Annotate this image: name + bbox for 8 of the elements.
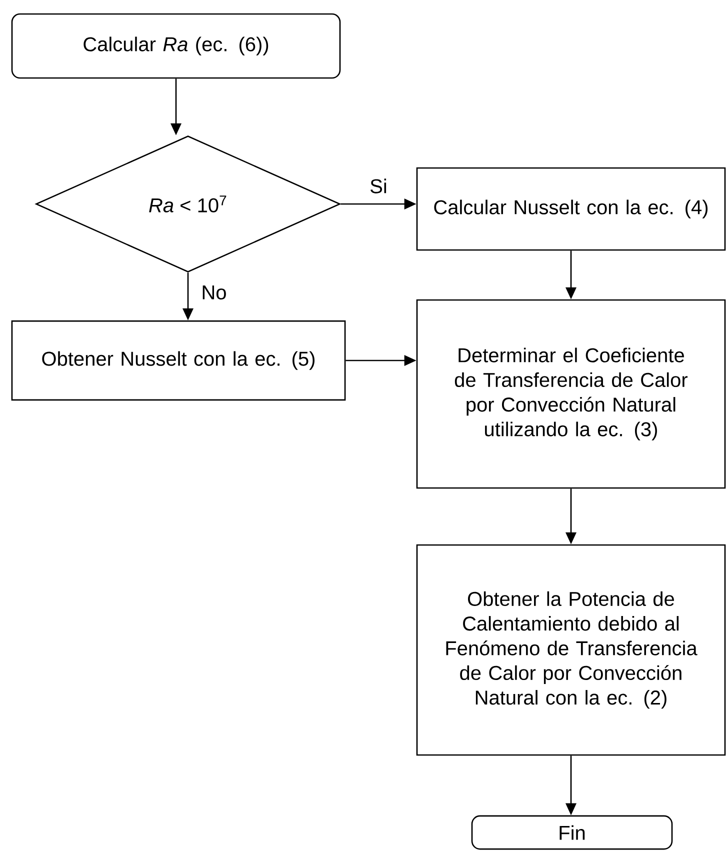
edge-label: Si [368, 177, 389, 195]
process-box: Obtener la Potencia de Calentamiento debido al Fenómeno de Transferencia de Calor por Convección Natural con la ec. (2) [416, 544, 726, 756]
terminal-box: Calcular Ra (ec. (6)) [11, 13, 341, 79]
process-box: Calcular Nusselt con la ec. (4) [416, 167, 726, 251]
edge-label: No [200, 284, 228, 301]
process-box: Obtener Nusselt con la ec. (5) [11, 320, 346, 401]
process-box: Determinar el Coeficiente de Transferencia de Calor por Convección Natural utilizando la ec. (3) [416, 299, 726, 489]
terminal-box: Fin [471, 815, 673, 850]
